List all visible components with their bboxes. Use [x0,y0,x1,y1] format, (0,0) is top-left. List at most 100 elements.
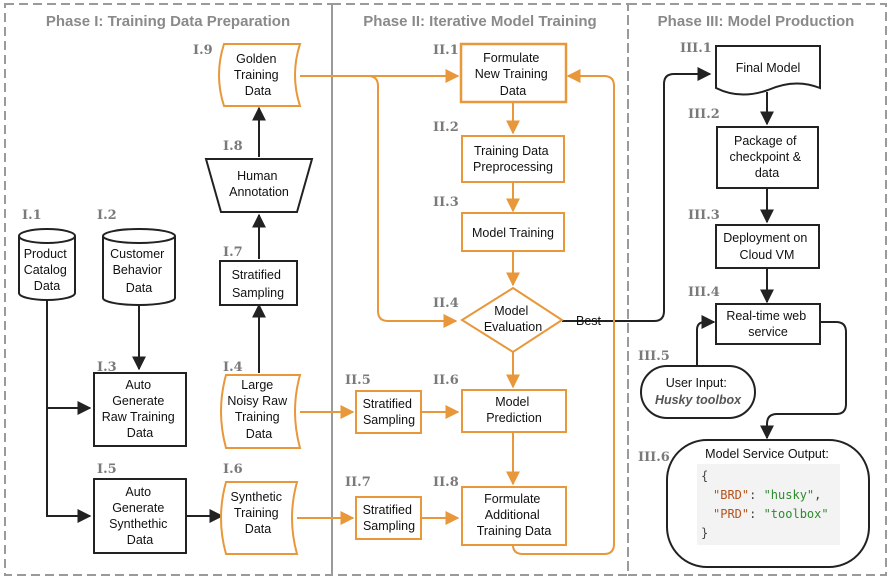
json-close-brace: } [701,526,708,540]
output-title: Model Service Output: [705,447,829,461]
node-stratified-1: Stratified Sampling [219,260,298,306]
edge-product-to-auto-raw [46,296,92,415]
auto-raw-line-3: Raw Training [102,410,175,424]
svg-text:Stratified Sampling: Stratified Sampling [363,503,416,533]
human-annotation-line-1: Human [237,169,277,183]
step-id-I4: I.4 [223,360,243,375]
svg-text:Model Evaluation: Model Evaluation [484,304,542,334]
phase-1-title: Phase I: Training Data Preparation [46,13,290,30]
json-sep-2: : [749,507,763,521]
synthetic-line-3: Data [245,522,271,536]
user-input-line-1: User Input: [666,376,727,390]
step-id-III5: III.5 [638,349,670,364]
node-preprocessing: Training Data Preprocessing [461,135,565,183]
edge-additional-loop-to-formulate [512,69,615,555]
node-final-model: Final Model [715,45,821,96]
json-tail-1: , [814,488,821,502]
svg-text:Human Annotation: Human Annotation [229,169,289,199]
step-id-II1: II.1 [433,43,459,58]
step-id-III4: III.4 [688,285,720,300]
step-id-I9: I.9 [193,43,213,58]
auto-synth-line-3: Synthethic [109,517,167,531]
synthetic-line-2: Training [234,506,279,520]
stratified-1-line-1: Stratified [232,268,281,282]
step-id-III1: III.1 [680,41,712,56]
phase-2-title: Phase II: Iterative Model Training [363,13,596,30]
step-id-I6: I.6 [223,462,243,477]
best-label: Best [576,314,602,328]
json-sep-1: : [749,488,763,502]
step-ids: I.1 I.2 I.3 I.4 I.5 I.6 I.7 I.8 I.9 II.1… [22,41,720,490]
step-id-II4: II.4 [433,296,459,311]
step-id-I1: I.1 [22,208,42,223]
final-model-line-1: Final Model [736,61,801,75]
model-prediction-line-1: Model [495,395,529,409]
model-training-line-1: Model Training [472,226,554,240]
step-id-III3: III.3 [688,208,720,223]
golden-line-3: Data [245,84,271,98]
json-key-1: "BRD" [713,488,749,502]
step-id-II8: II.8 [433,475,459,490]
node-golden: Golden Training Data [218,43,302,107]
stratified-2-line-2: Sampling [363,413,415,427]
svg-text:Large Noisy Raw Tr: Large Noisy Raw Training Data [227,378,290,441]
customer-behavior-line-2: Behavior [113,263,162,277]
large-noisy-line-1: Large [241,378,273,392]
svg-text:Product Catalog Da: Product Catalog Data [24,247,71,293]
edge-user-to-realtime [696,315,716,366]
large-noisy-line-3: Training [235,410,280,424]
stratified-3-line-2: Sampling [363,519,415,533]
node-model-output: Model Service Output: { "BRD": "husky", … [666,439,870,568]
phase-borders [4,3,887,576]
synthetic-line-1: Synthetic [231,490,282,504]
edge-golden-to-evaluation [367,75,458,328]
edges [46,67,847,555]
step-id-III2: III.2 [688,107,720,122]
stratified-3-line-1: Stratified [363,503,412,517]
svg-text:Model Training: Model Training [472,226,554,240]
deployment-line-1: Deployment on [723,231,807,245]
node-large-noisy: Large Noisy Raw Training Data [220,374,302,449]
node-user-input: User Input: Husky toolbox [640,365,756,419]
step-id-I7: I.7 [223,245,243,260]
human-annotation-line-2: Annotation [229,185,289,199]
node-realtime: Real-time web service [715,303,821,345]
auto-synth-line-4: Data [127,533,153,547]
formulate-additional-line-1: Formulate [484,492,540,506]
json-value-1: "husky" [764,488,815,502]
package-line-2: checkpoint & [729,150,801,164]
realtime-line-1: Real-time web [726,309,806,323]
formulate-new-line-1: Formulate [483,51,539,65]
node-human-annotation: Human Annotation [204,158,314,213]
formulate-new-line-2: New Training [475,67,548,81]
svg-text:Package of checkpoint &: Package of checkpoint & data [729,134,804,180]
svg-text:Auto Generate Synt: Auto Generate Synthethic Data [109,485,171,547]
svg-text:Formulate New Training: Formulate New Training Data [475,51,551,98]
formulate-additional-line-3: Training Data [477,524,552,538]
node-synthetic: Synthetic Training Data [220,481,299,555]
step-id-I5: I.5 [97,462,117,477]
deployment-line-2: Cloud VM [740,248,795,262]
svg-text:User Input: Husky toolbo: User Input: Husky toolbox [655,376,742,407]
step-id-III6: III.6 [638,450,670,465]
golden-line-1: Golden [236,52,276,66]
step-id-II7: II.7 [345,475,371,490]
json-open-brace: { [701,469,708,483]
node-formulate-new: Formulate New Training Data [459,42,568,104]
auto-synth-line-2: Generate [112,501,164,515]
svg-text:Stratified Sampling: Stratified Sampling [363,397,416,427]
node-stratified-2: Stratified Sampling [355,390,422,434]
svg-text:Synthetic Training: Synthetic Training Data [231,490,286,536]
formulate-new-line-3: Data [500,84,526,98]
user-input-line-2: Husky toolbox [655,393,742,407]
step-id-II6: II.6 [433,373,459,388]
node-stratified-3: Stratified Sampling [355,496,422,540]
product-catalog-line-1: Product [24,247,68,261]
node-auto-raw: Auto Generate Raw Training Data [93,372,187,447]
svg-text:Final Model: Final Model [736,61,801,75]
svg-text:Golden Training Da: Golden Training Data [234,52,282,98]
node-model-prediction: Model Prediction [461,389,567,433]
step-id-II5: II.5 [345,373,371,388]
stratified-2-line-1: Stratified [363,397,412,411]
